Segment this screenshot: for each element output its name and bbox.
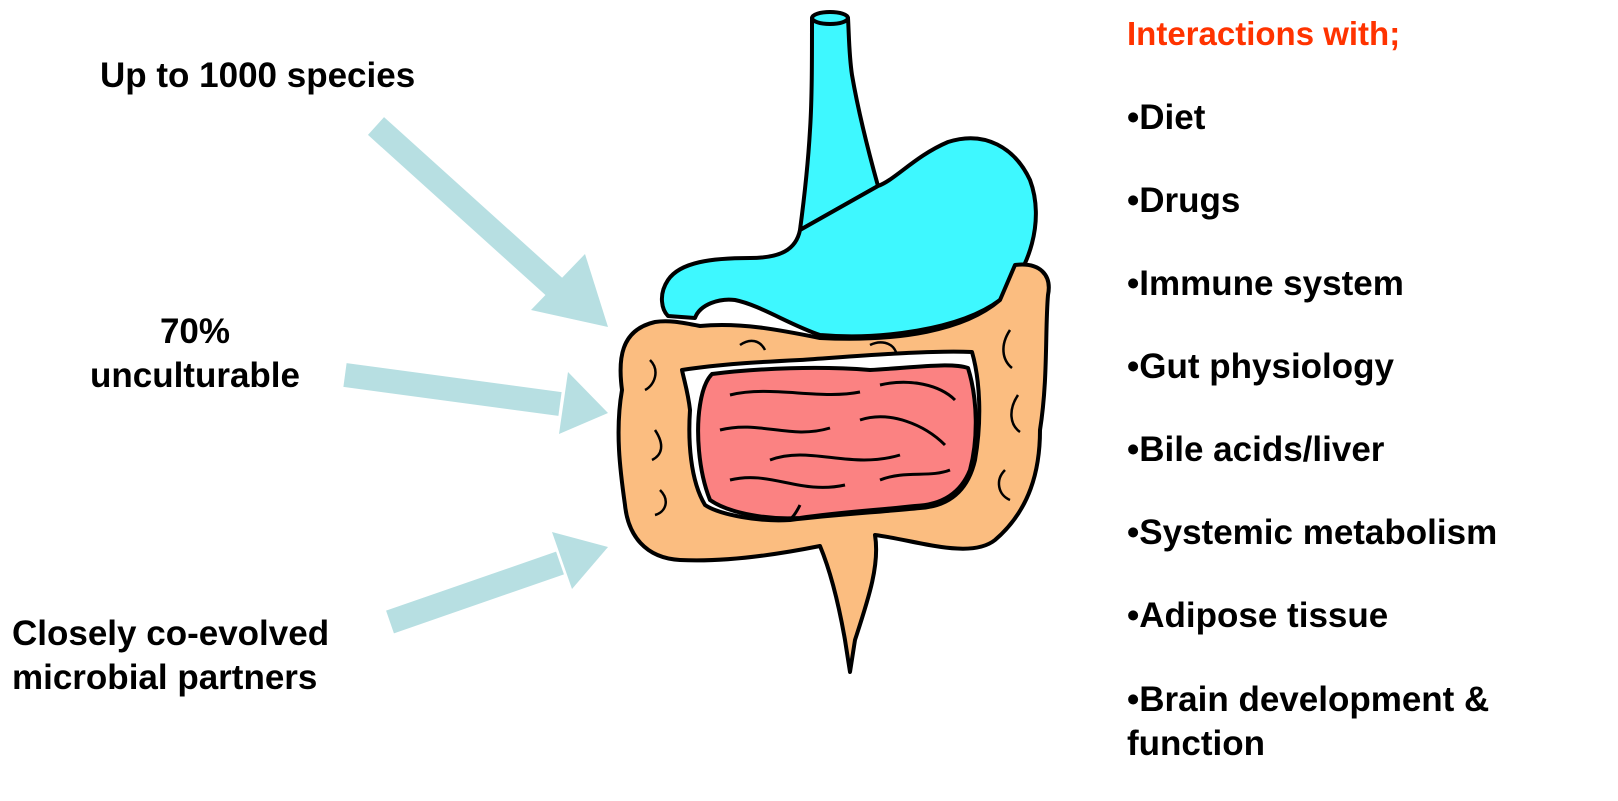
list-item: •Diet [1127, 97, 1607, 180]
esophagus-opening [812, 12, 848, 24]
arrow-coevolved-to-gut [390, 532, 608, 622]
list-item-label: Gut physiology [1139, 347, 1394, 386]
bullet-icon: • [1127, 98, 1139, 137]
arrow-species-to-gut [376, 126, 608, 327]
bullet-icon: • [1127, 513, 1139, 552]
list-item-label: Adipose tissue [1139, 596, 1388, 635]
list-item: •Adipose tissue [1127, 595, 1607, 678]
arrow-unculturable-to-gut [345, 372, 608, 434]
list-item: •Bile acids/liver [1127, 429, 1607, 512]
bullet-icon: • [1127, 596, 1139, 635]
list-item: •Gut physiology [1127, 346, 1607, 429]
list-item-label: Drugs [1139, 181, 1240, 220]
list-item-label: Systemic metabolism [1139, 513, 1497, 552]
pointer-arrows [345, 126, 608, 622]
list-item-label: Bile acids/liver [1139, 430, 1384, 469]
bullet-icon: • [1127, 347, 1139, 386]
list-item-label: Immune system [1139, 264, 1404, 303]
stomach-illustration [662, 12, 1036, 336]
interactions-title: Interactions with; [1127, 12, 1400, 56]
bullet-icon: • [1127, 680, 1139, 719]
bullet-icon: • [1127, 181, 1139, 220]
small-intestine-illustration [698, 365, 976, 520]
list-item-label: Brain development & function [1127, 680, 1489, 763]
list-item: •Systemic metabolism [1127, 512, 1607, 595]
list-item: •Immune system [1127, 263, 1607, 346]
list-item: •Brain development & function [1127, 678, 1607, 766]
bullet-icon: • [1127, 264, 1139, 303]
list-item: •Drugs [1127, 180, 1607, 263]
interactions-list: •Diet •Drugs •Immune system •Gut physiol… [1127, 97, 1607, 766]
list-item-label: Diet [1139, 98, 1205, 137]
bullet-icon: • [1127, 430, 1139, 469]
